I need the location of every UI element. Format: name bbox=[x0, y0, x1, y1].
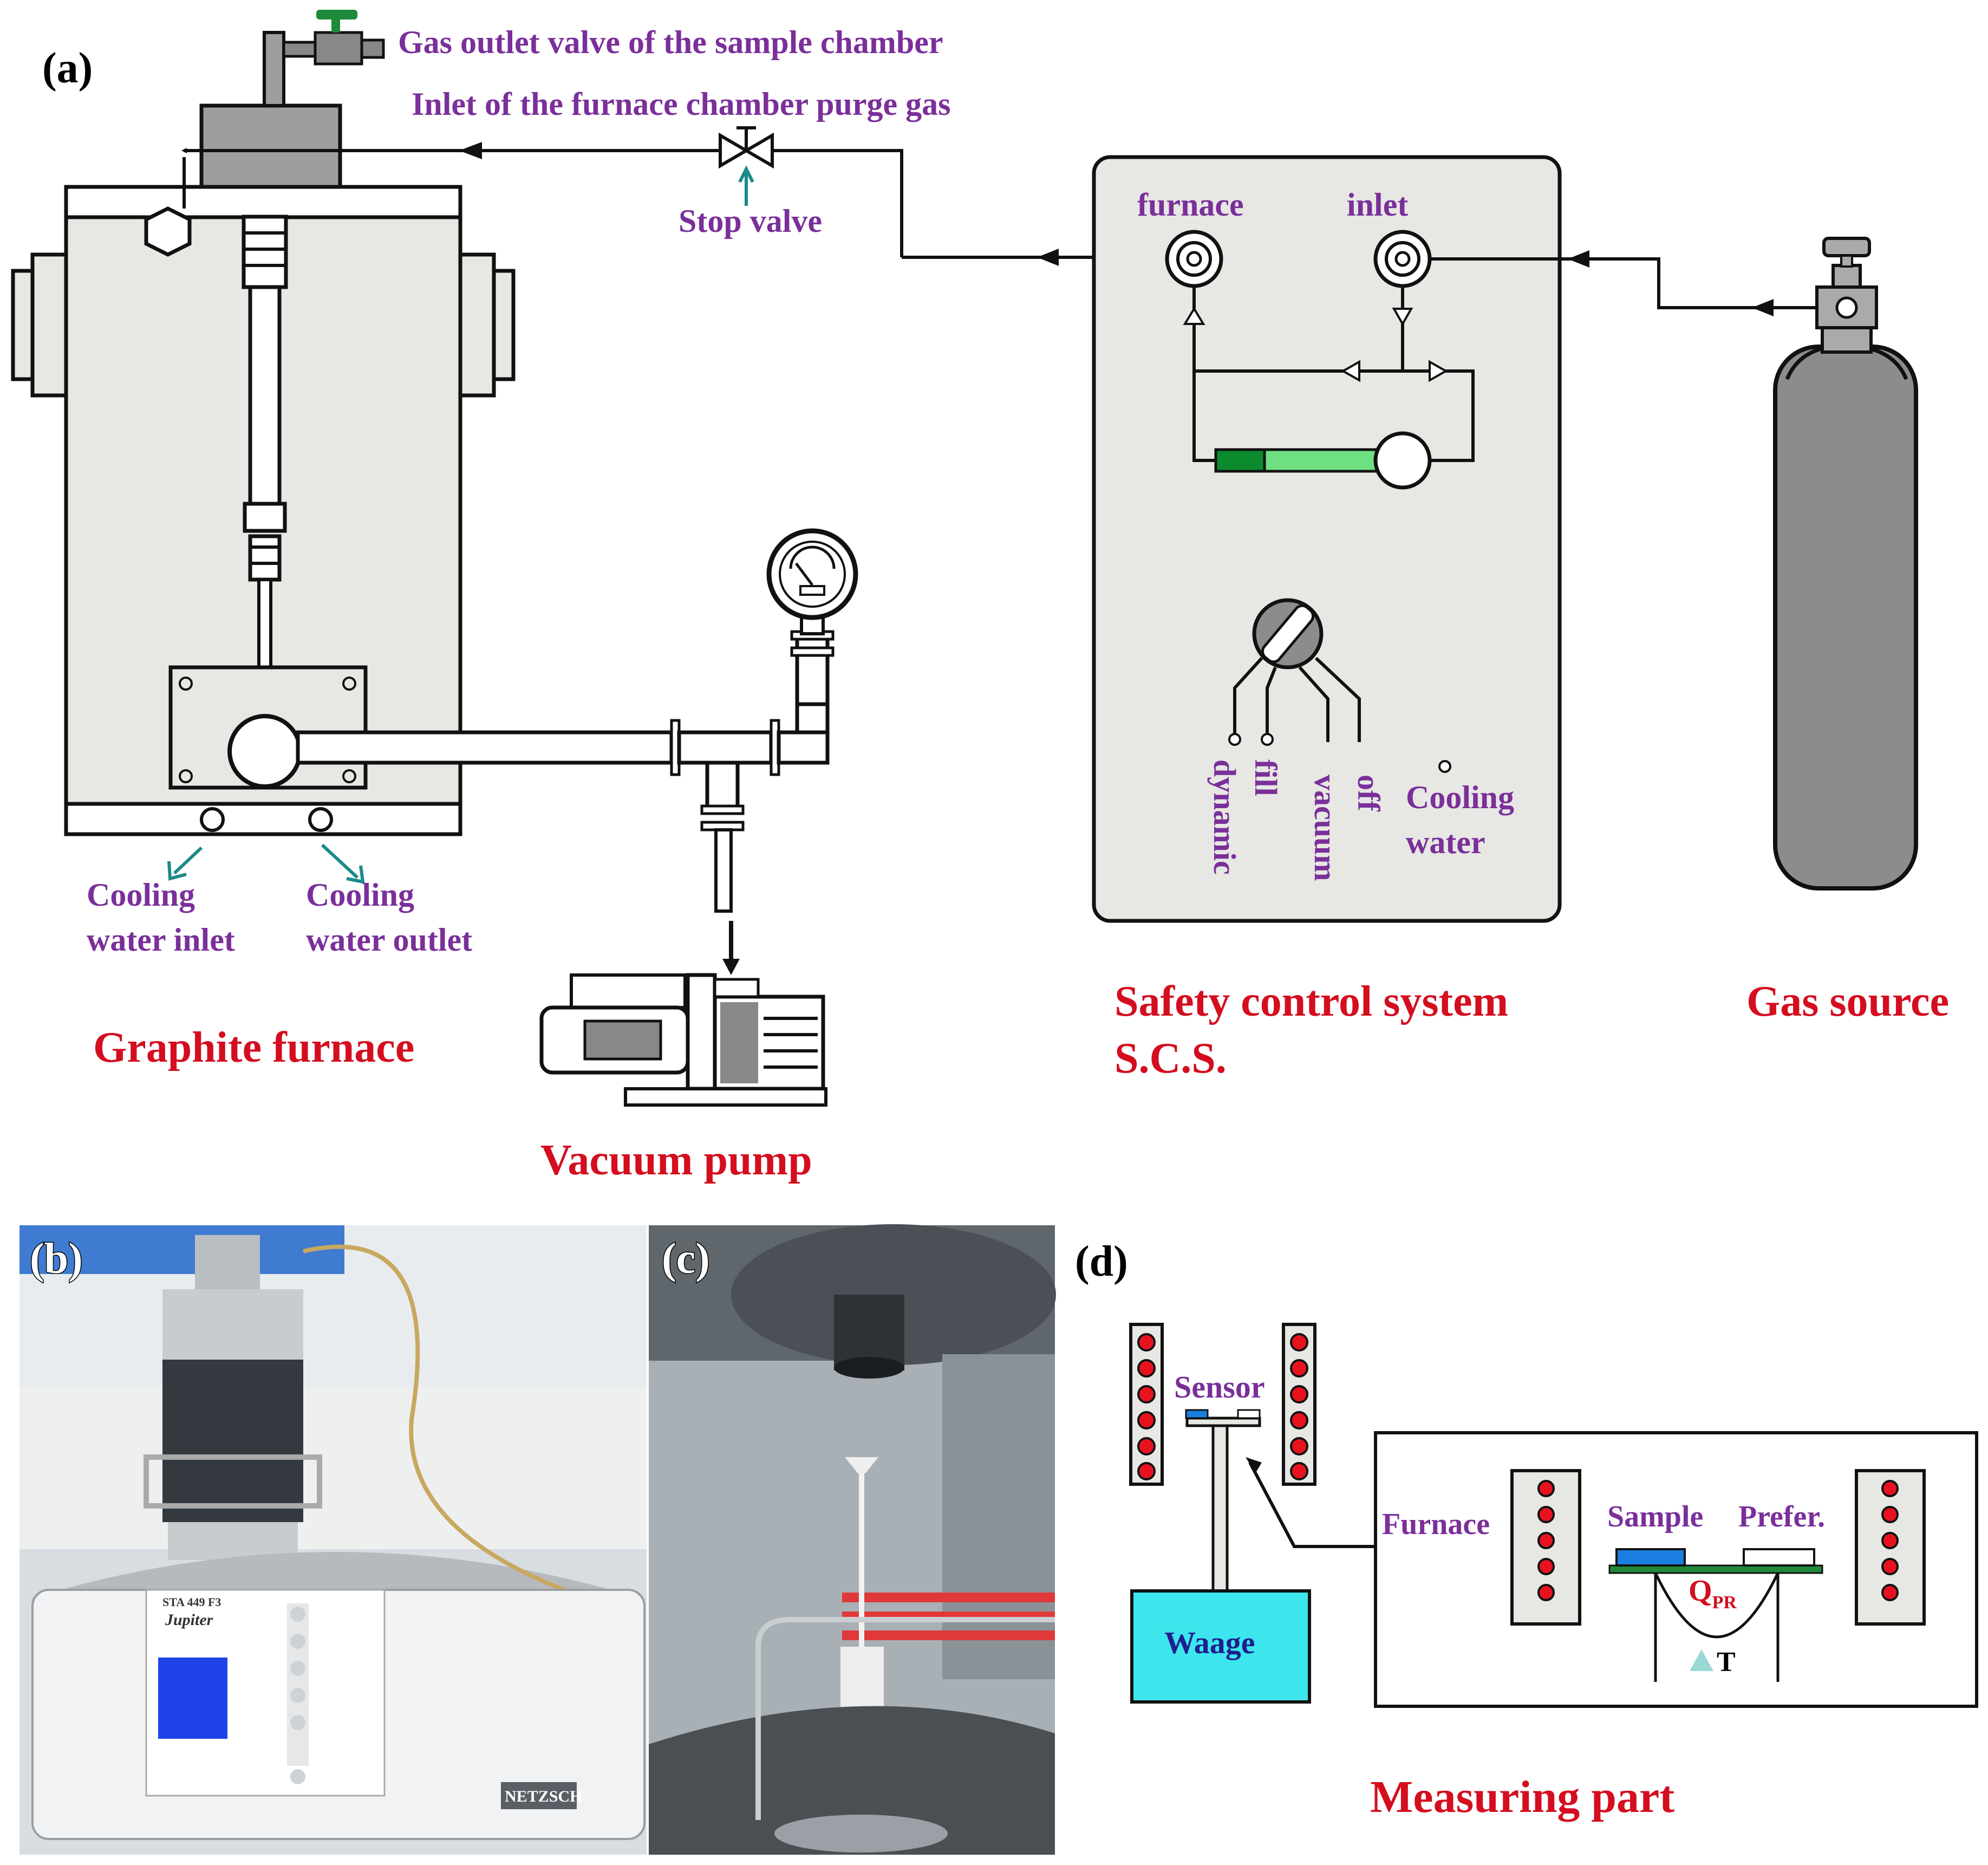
delta-t-label: T bbox=[1717, 1647, 1736, 1678]
mode-vacuum-label: vacuum bbox=[1308, 775, 1343, 881]
waage-label: Waage bbox=[1164, 1625, 1255, 1660]
stop-valve-icon bbox=[719, 126, 774, 206]
cooling-water-inlet-label-1: Cooling bbox=[87, 877, 195, 913]
graphite-furnace bbox=[11, 10, 516, 836]
gas-source-title: Gas source bbox=[1746, 978, 1949, 1025]
measuring-part-title: Measuring part bbox=[1370, 1772, 1674, 1822]
qpr-label: QPR bbox=[1689, 1574, 1737, 1613]
scs-abbrev-title: S.C.S. bbox=[1114, 1035, 1227, 1082]
gas-cylinder-icon bbox=[1773, 237, 1918, 891]
panel-a-label: (a) bbox=[42, 44, 93, 92]
instrument-name-text: Jupiter bbox=[165, 1611, 213, 1629]
sensor-label: Sensor bbox=[1174, 1369, 1265, 1405]
heater-column-right bbox=[1282, 1323, 1316, 1486]
heater-column-left bbox=[1129, 1323, 1164, 1486]
vacuum-line bbox=[296, 600, 835, 975]
qpr-sub: PR bbox=[1712, 1593, 1737, 1613]
panel-b-photo: STA 449 F3 Jupiter NETZSCH (b) bbox=[19, 1225, 647, 1855]
pressure-gauge-icon bbox=[766, 528, 858, 620]
gas-outlet-valve-label: Gas outlet valve of the sample chamber bbox=[398, 24, 943, 60]
furnace-d-label: Furnace bbox=[1382, 1507, 1490, 1541]
panel-a: (a) bbox=[11, 10, 1949, 1184]
cooling-water-outlet-label-1: Cooling bbox=[306, 877, 414, 913]
vacuum-pump-title: Vacuum pump bbox=[540, 1136, 812, 1184]
graphite-furnace-title: Graphite furnace bbox=[93, 1024, 414, 1071]
safety-control-system bbox=[1092, 155, 1562, 923]
brand-text: NETZSCH bbox=[505, 1788, 582, 1805]
prefer-label: Prefer. bbox=[1738, 1500, 1825, 1533]
cooling-arrows bbox=[167, 843, 365, 884]
measuring-zoom-box bbox=[1374, 1431, 1978, 1708]
cooling-water-inlet-label-2: water inlet bbox=[87, 922, 235, 958]
scs-cooling-water-label-2: water bbox=[1406, 824, 1485, 860]
safety-control-system-title: Safety control system bbox=[1114, 978, 1508, 1025]
panel-c-label: (c) bbox=[662, 1235, 710, 1283]
scs-furnace-label: furnace bbox=[1137, 187, 1244, 223]
sample-label: Sample bbox=[1607, 1500, 1703, 1533]
panel-d-label: (d) bbox=[1075, 1238, 1128, 1285]
balance-assembly: Waage bbox=[1130, 1409, 1311, 1704]
stop-valve-label: Stop valve bbox=[679, 203, 822, 239]
panel-b-label: (b) bbox=[30, 1235, 83, 1283]
gas-outlet-valve-icon bbox=[282, 10, 385, 66]
scs-inlet-label: inlet bbox=[1347, 187, 1408, 223]
inlet-purge-gas-label: Inlet of the furnace chamber purge gas bbox=[412, 86, 950, 122]
cooling-water-outlet-label-2: water outlet bbox=[306, 922, 472, 958]
instrument-model-text: STA 449 F3 bbox=[162, 1595, 221, 1609]
panel-d: (d) Waage Senso bbox=[1075, 1238, 1978, 1822]
scs-cooling-water-label-1: Cooling bbox=[1406, 779, 1514, 815]
mode-fill-label: fill bbox=[1248, 759, 1283, 796]
qpr-main: Q bbox=[1689, 1574, 1712, 1608]
mode-dynamic-label: dynamic bbox=[1207, 759, 1242, 875]
panel-c-photo: (c) bbox=[649, 1224, 1056, 1855]
vacuum-pump-icon bbox=[539, 973, 827, 1107]
mode-off-label: off bbox=[1351, 775, 1386, 811]
